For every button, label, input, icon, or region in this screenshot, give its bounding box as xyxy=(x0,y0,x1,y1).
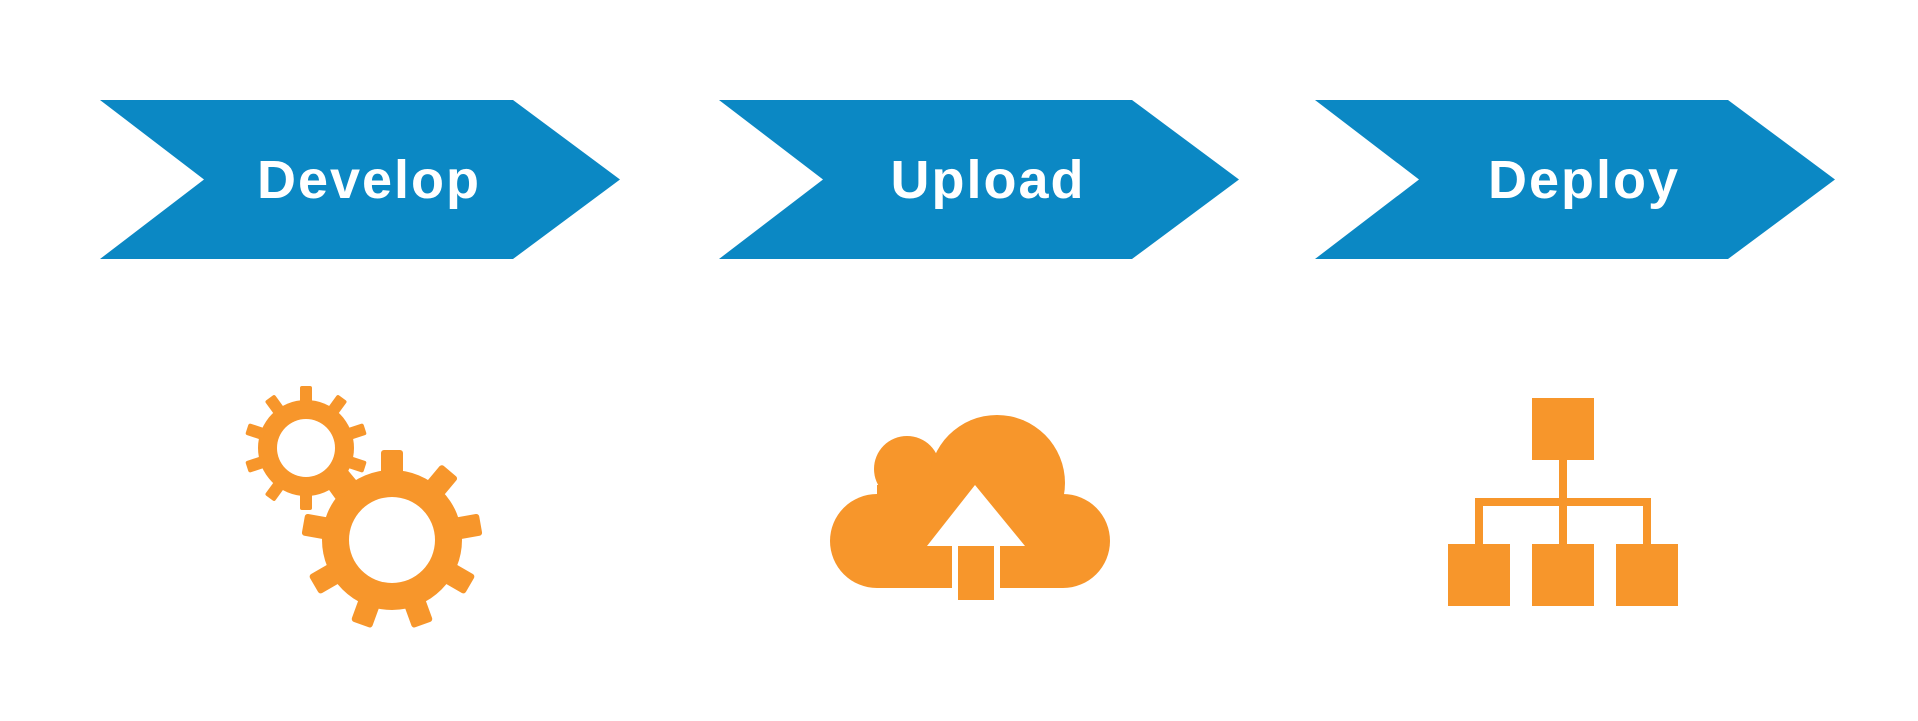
step-upload-chevron: Upload xyxy=(719,100,1239,259)
chevron-shape xyxy=(719,100,1239,259)
step-deploy-label: Deploy xyxy=(1487,149,1681,210)
cloud-upload-icon xyxy=(830,415,1110,600)
step-develop-chevron: Develop xyxy=(100,100,620,259)
chevron-shape xyxy=(1315,100,1835,259)
step-deploy-chevron: Deploy xyxy=(1315,100,1835,259)
chevron-shape xyxy=(100,100,620,259)
step-upload-label: Upload xyxy=(890,149,1086,210)
gears-icon xyxy=(240,385,490,635)
step-develop-label: Develop xyxy=(256,149,482,210)
hierarchy-icon xyxy=(1448,398,1678,608)
